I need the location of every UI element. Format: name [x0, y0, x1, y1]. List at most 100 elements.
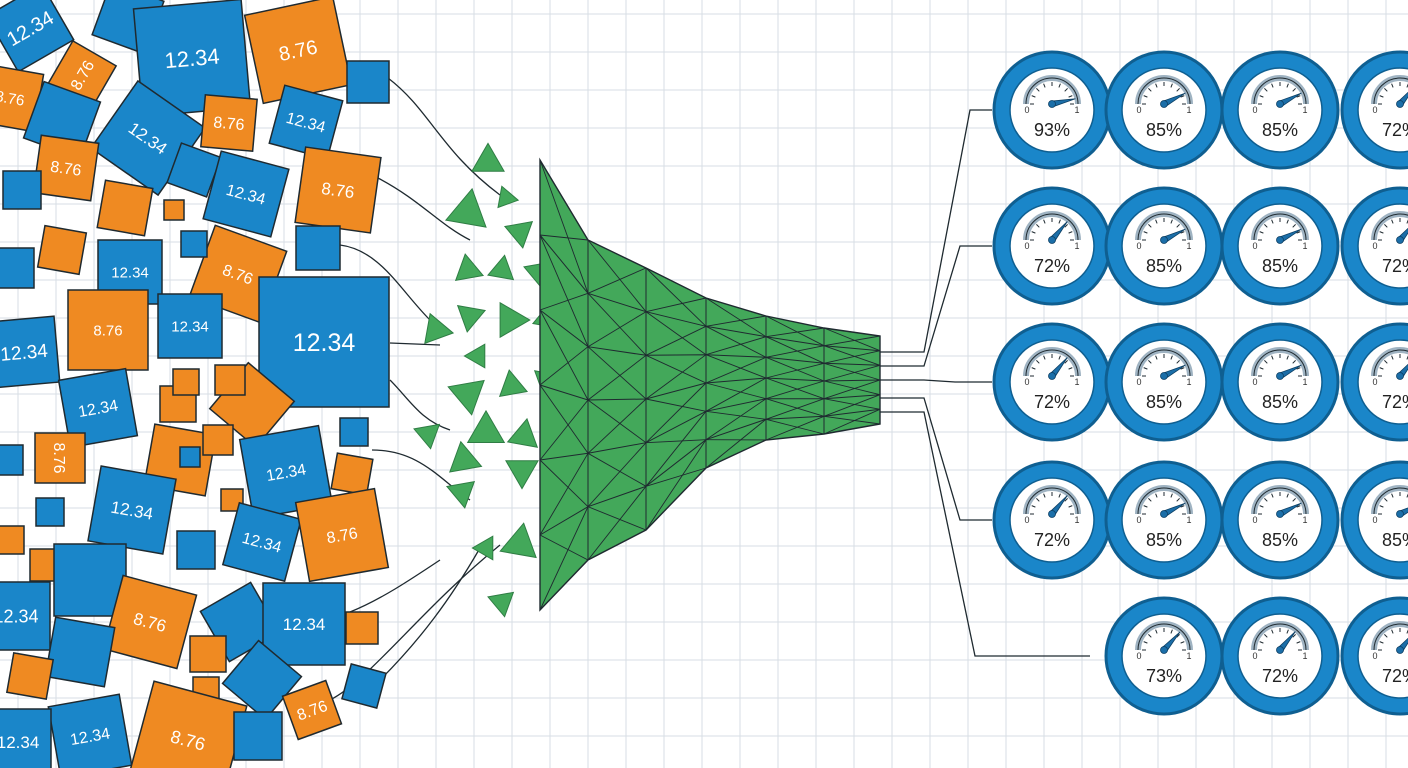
gauge-percent-label: 85% [1262, 530, 1298, 550]
gauge-scale-min: 0 [1024, 241, 1029, 251]
funnel-mesh-line [645, 267, 707, 327]
gauge-tick [1036, 360, 1040, 364]
gauge-hub [1160, 100, 1168, 108]
tile-shape [281, 679, 343, 741]
gauge-tick [1296, 505, 1301, 508]
gauge-tick [1259, 231, 1264, 234]
gauge-tick [1064, 88, 1068, 92]
triangle-shard [471, 142, 505, 172]
gauge-tick [1264, 224, 1268, 228]
gauge-hub [1048, 236, 1056, 244]
gauge-hub [1160, 236, 1168, 244]
gauge-scale-max: 1 [1186, 651, 1191, 661]
tile-connector-line [379, 547, 481, 681]
tile-shape [57, 367, 139, 449]
funnel-mesh-line [705, 382, 767, 400]
funnel-mesh-line [539, 346, 589, 386]
funnel-mesh-line [823, 398, 881, 410]
funnel-mesh-line [765, 345, 825, 358]
gauge-tick [1170, 219, 1173, 224]
gauge-scale-max: 1 [1186, 105, 1191, 115]
funnel-mesh-line [587, 267, 647, 294]
gauge-tick [1148, 634, 1152, 638]
triangle-shard [487, 591, 515, 618]
funnel-mesh-line [823, 364, 881, 382]
tile-shape [0, 444, 24, 476]
gauge-tick [1296, 641, 1301, 644]
gauge-tick [1296, 95, 1301, 98]
tile-value-label: 12.34 [77, 397, 119, 421]
blue-value-tile: 12.34 [0, 0, 75, 73]
funnel-mesh-line [645, 382, 707, 444]
gauge-scale-min: 0 [1372, 241, 1377, 251]
blue-value-tile: 12.34 [87, 465, 177, 555]
gauge-tick [1259, 95, 1264, 98]
orange-value-tile: 8.76 [128, 680, 248, 768]
funnel-mesh-line [645, 411, 707, 487]
gauge-tick [1155, 355, 1158, 360]
gauge-tick [1180, 231, 1185, 234]
gauge-tick [1271, 83, 1274, 88]
gauge-arc-outline [1025, 77, 1079, 105]
gauge-arc-outline [1373, 349, 1408, 377]
blue-value-tile [180, 230, 208, 258]
gauge-scale-max: 1 [1302, 651, 1307, 661]
tile-shape [341, 663, 387, 709]
gauge-scale-max: 1 [1074, 515, 1079, 525]
funnel-mesh-line [823, 394, 881, 417]
gauge-percent-label: 72% [1382, 120, 1408, 140]
gauge-tick [1170, 629, 1173, 634]
gauge-tick [1296, 231, 1301, 234]
funnel-mesh-line [705, 410, 767, 420]
gauge-tick [1170, 83, 1173, 88]
tile-shape [2, 170, 42, 210]
gauge-tick [1068, 95, 1073, 98]
tile-shape [179, 446, 201, 468]
triangle-shard [449, 440, 483, 473]
gauge-tick [1155, 629, 1158, 634]
orange-value-tile: 8.76 [102, 574, 198, 670]
gauge-hub [1396, 100, 1404, 108]
gauge-tick [1264, 88, 1268, 92]
orange-value-tile [189, 635, 227, 673]
gauge-tick [1264, 360, 1268, 364]
gauge-arc-outline [1025, 487, 1079, 515]
gauge-tick [1155, 83, 1158, 88]
gauge-tick [1286, 219, 1289, 224]
gauge-tick [1176, 498, 1180, 502]
triangle-shard [424, 312, 455, 345]
gauge-arc-outline [1025, 349, 1079, 377]
gauge-tick [1180, 641, 1185, 644]
blue-value-tile: 12.34 [157, 293, 223, 359]
tile-value-label: 12.34 [283, 615, 326, 634]
gauge-tick [1384, 224, 1388, 228]
funnel-mesh-line [705, 356, 767, 384]
tile-shape [44, 616, 116, 688]
tile-value-label: 12.34 [171, 318, 209, 335]
tile-shape [53, 543, 127, 617]
gauge-face [1357, 613, 1408, 699]
gauge-tick [1058, 355, 1061, 360]
funnel-mesh-line [645, 354, 707, 400]
tile-value-label: 12.34 [293, 329, 356, 357]
gauge-tick [1064, 498, 1068, 502]
gauge-scale-min: 0 [1252, 241, 1257, 251]
triangle-shard [454, 253, 485, 282]
gauge-tick [1286, 629, 1289, 634]
tile-shape [0, 525, 25, 555]
gauge-scale-max: 1 [1302, 105, 1307, 115]
gauge-tick [1286, 83, 1289, 88]
tile-shape [345, 611, 379, 645]
orange-value-tile [163, 199, 185, 221]
gauge-scale-max: 1 [1302, 515, 1307, 525]
gauge-scale-max: 1 [1302, 377, 1307, 387]
gauge-tick [1391, 83, 1394, 88]
tile-connector-line [339, 244, 431, 321]
tile-value-label: 8.76 [320, 179, 355, 202]
gauge-tick [1064, 360, 1068, 364]
